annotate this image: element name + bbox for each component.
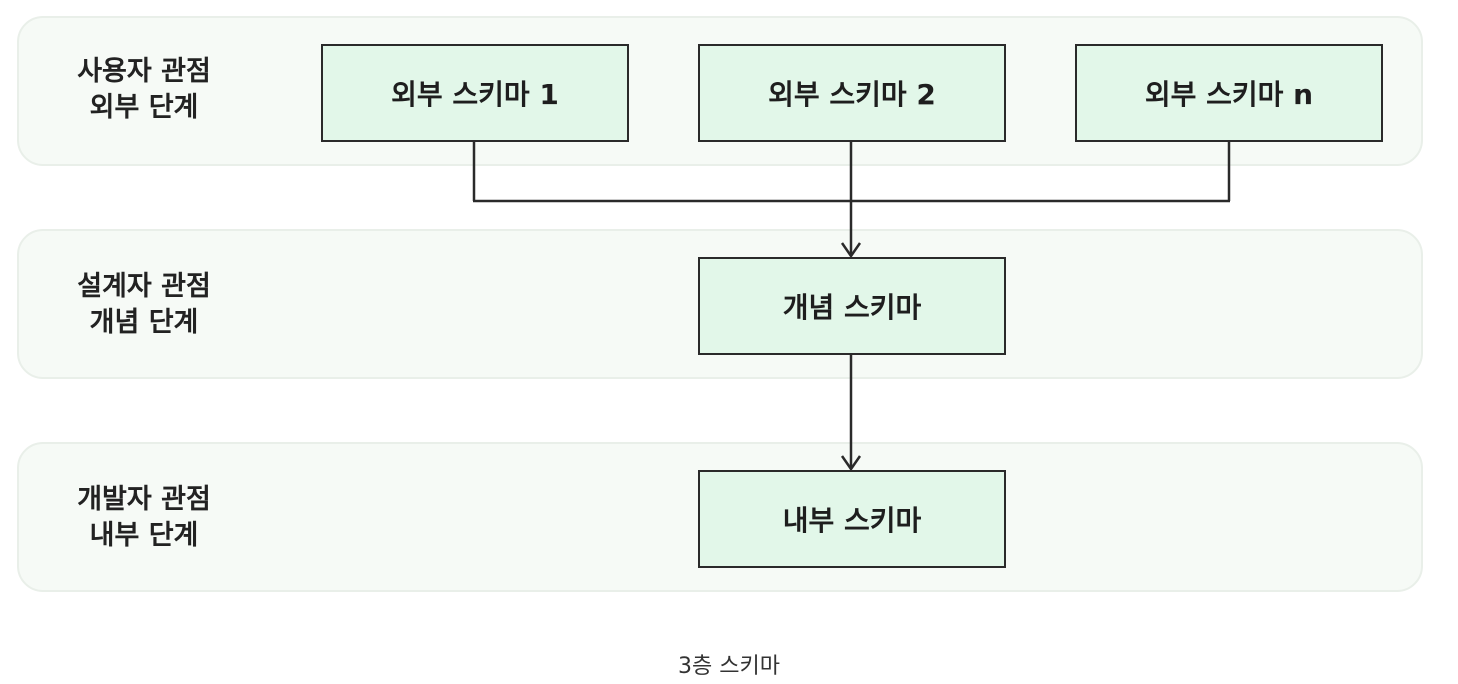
layer-label-line2: 외부 단계 (89, 92, 199, 123)
layer-label-line2: 내부 단계 (89, 520, 199, 551)
layer-label-line2: 개념 단계 (89, 307, 199, 338)
external-schema-2-box: 외부 스키마 2 (698, 44, 1006, 142)
internal-schema-box: 내부 스키마 (698, 470, 1006, 568)
conceptual-schema-box: 개념 스키마 (698, 257, 1006, 355)
layer-label-conceptual: 설계자 관점 개념 단계 (59, 269, 229, 341)
layer-label-external: 사용자 관점 외부 단계 (59, 54, 229, 126)
layer-label-line1: 사용자 관점 (77, 56, 211, 87)
layer-label-internal: 개발자 관점 내부 단계 (59, 482, 229, 554)
layer-label-line1: 설계자 관점 (77, 271, 211, 302)
diagram-caption: 3층 스키마 (678, 654, 780, 679)
layer-label-line1: 개발자 관점 (77, 484, 211, 515)
external-schema-n-box: 외부 스키마 n (1075, 44, 1383, 142)
layer-internal: 개발자 관점 내부 단계 (17, 442, 1423, 592)
external-schema-1-box: 외부 스키마 1 (321, 44, 629, 142)
